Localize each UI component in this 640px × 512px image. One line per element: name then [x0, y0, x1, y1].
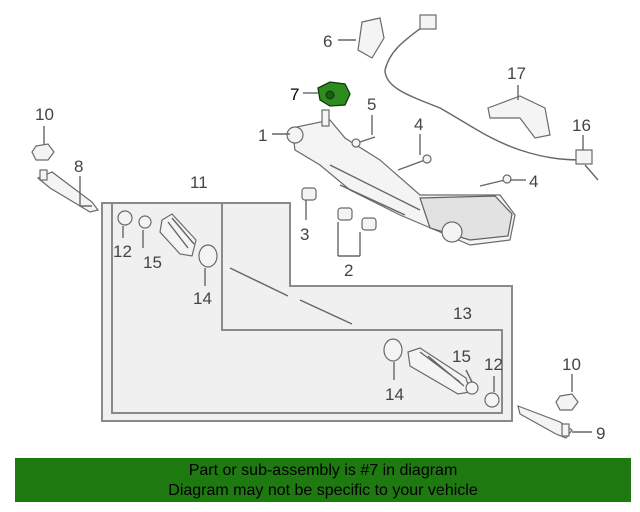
- callout-10b: 10: [562, 355, 581, 374]
- heat-shield: [487, 95, 551, 139]
- callout-4b: 4: [529, 172, 538, 191]
- callout-4a: 4: [414, 115, 423, 134]
- info-banner: Part or sub-assembly is #7 in diagram Di…: [15, 458, 631, 502]
- bolt-5: [351, 136, 376, 148]
- harness-connector: [419, 14, 437, 30]
- highlighted-part-7: [317, 81, 351, 107]
- bolt-4a: [397, 154, 432, 171]
- callout-9: 9: [596, 424, 605, 443]
- callout-12b: 12: [484, 355, 503, 374]
- callout-3: 3: [300, 225, 309, 244]
- clamp-right-15: [465, 381, 479, 395]
- ring-right-14: [383, 338, 403, 362]
- callout-1: 1: [258, 126, 267, 145]
- wiring-harness: [384, 24, 586, 161]
- nut-left: [31, 143, 55, 161]
- ring-left-14: [198, 244, 218, 268]
- banner-line-2: Diagram may not be specific to your vehi…: [168, 482, 478, 499]
- callout-2: 2: [344, 261, 353, 280]
- bolt-4b: [479, 174, 512, 187]
- bracket: [357, 17, 385, 59]
- boot-left: [159, 213, 197, 257]
- clamp-left-12: [117, 210, 133, 226]
- inner-rod-left: [229, 267, 289, 297]
- callout-13: 13: [453, 304, 472, 323]
- callout-15b: 15: [452, 347, 471, 366]
- bushing-2b: [361, 217, 377, 231]
- callout-14a: 14: [193, 289, 212, 308]
- callout-12a: 12: [113, 242, 132, 261]
- clamp-right-12: [484, 392, 500, 408]
- tie-rod-end-left: [36, 169, 100, 213]
- parts-diagram: 1 6 7 5 4 4 16 17 10 8 11 3 2 12 15 14 1…: [31, 14, 605, 443]
- clamp-left-15: [138, 215, 152, 229]
- tie-rod-end-right: [517, 405, 573, 439]
- callout-8: 8: [74, 157, 83, 176]
- bushing-2a: [337, 207, 353, 221]
- callout-14b: 14: [385, 385, 404, 404]
- harness-plug: [575, 149, 593, 165]
- callout-16: 16: [572, 116, 591, 135]
- inner-rod-right: [299, 299, 353, 325]
- steering-gear-assembly: [286, 109, 516, 246]
- banner-line-1: Part or sub-assembly is #7 in diagram: [188, 462, 458, 479]
- callout-7: 7: [290, 85, 299, 104]
- callout-17: 17: [507, 64, 526, 83]
- callout-15a: 15: [143, 253, 162, 272]
- callout-10a: 10: [35, 105, 54, 124]
- callout-5: 5: [367, 95, 376, 114]
- callout-6: 6: [323, 32, 332, 51]
- bushing-3: [301, 187, 317, 201]
- nut-right: [555, 393, 579, 411]
- callout-11: 11: [190, 173, 208, 192]
